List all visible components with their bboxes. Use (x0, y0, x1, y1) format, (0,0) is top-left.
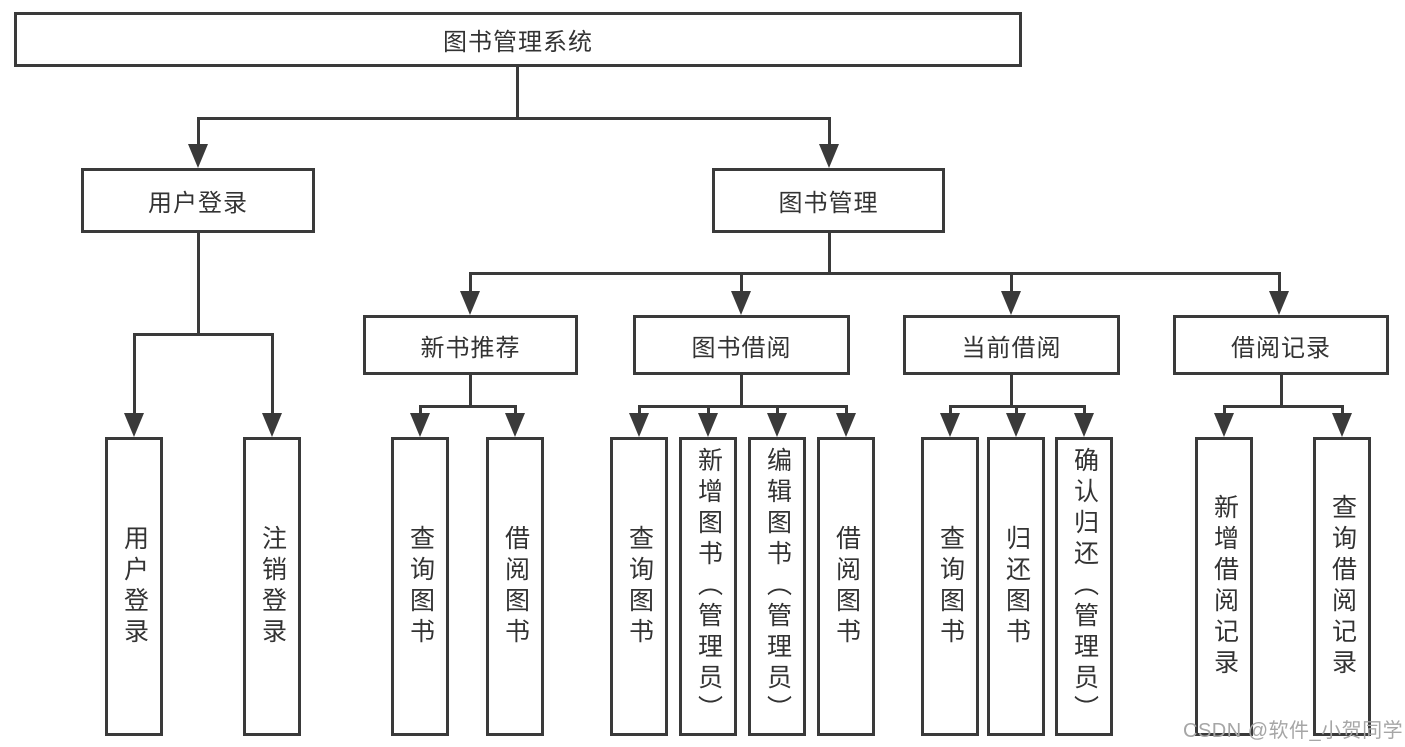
leaf-user-login-label: 用户登录 (120, 524, 149, 649)
arrow-down-icon (505, 413, 525, 437)
arrow-down-icon (1006, 413, 1026, 437)
connector-line (270, 334, 274, 421)
connector-line (1277, 273, 1281, 299)
arrow-down-icon (1214, 413, 1234, 437)
connector-line (1009, 375, 1013, 406)
node-current-borrow: 当前借阅 (903, 315, 1120, 375)
node-borrow-records-label: 借阅记录 (1231, 334, 1331, 362)
leaf-query-books-recommend: 查询图书 (391, 437, 449, 736)
leaf-query-books-recommend-label: 查询图书 (406, 524, 435, 649)
node-book-management: 图书管理 (712, 168, 945, 233)
leaf-add-books-admin: 新增图书（管理员） (679, 437, 737, 736)
arrow-down-icon (1269, 291, 1289, 315)
connector-line (515, 67, 519, 118)
leaf-add-borrow-record-label: 新增借阅记录 (1210, 493, 1239, 680)
connector-line (418, 404, 517, 408)
node-new-book-recommend-label: 新书推荐 (420, 334, 521, 362)
leaf-add-borrow-record: 新增借阅记录 (1195, 437, 1253, 736)
node-user-login: 用户登录 (81, 168, 315, 233)
leaf-confirm-return-admin-label: 确认归还（管理员） (1070, 447, 1099, 726)
connector-line (827, 118, 831, 152)
connector-line (1009, 273, 1013, 299)
arrow-down-icon (410, 413, 430, 437)
leaf-add-books-admin-label: 新增图书（管理员） (694, 447, 723, 726)
leaf-return-books-label: 归还图书 (1002, 524, 1031, 649)
node-book-management-label: 图书管理 (778, 190, 879, 217)
connector-line (948, 404, 1086, 408)
arrow-down-icon (1001, 291, 1021, 315)
connector-line (196, 116, 831, 120)
leaf-query-books-borrow-label: 查询图书 (625, 524, 654, 649)
leaf-return-books: 归还图书 (987, 437, 1045, 736)
node-root: 图书管理系统 (14, 12, 1022, 67)
leaf-query-books-borrow: 查询图书 (610, 437, 668, 736)
leaf-edit-books-admin: 编辑图书（管理员） (748, 437, 806, 736)
connector-line (739, 375, 743, 406)
leaf-borrow-books-recommend-label: 借阅图书 (501, 524, 530, 649)
arrow-down-icon (460, 291, 480, 315)
arrow-down-icon (1074, 413, 1094, 437)
arrow-down-icon (767, 413, 787, 437)
leaf-confirm-return-admin: 确认归还（管理员） (1055, 437, 1113, 736)
connector-line (132, 332, 274, 336)
arrow-down-icon (124, 413, 144, 437)
connector-line (196, 118, 200, 152)
connector-line (827, 233, 831, 273)
arrow-down-icon (836, 413, 856, 437)
connector-line (637, 404, 848, 408)
arrow-down-icon (629, 413, 649, 437)
leaf-borrow-books: 借阅图书 (817, 437, 875, 736)
leaf-edit-books-admin-label: 编辑图书（管理员） (763, 447, 792, 726)
connector-line (468, 375, 472, 406)
node-user-login-label: 用户登录 (148, 190, 248, 217)
arrow-down-icon (819, 144, 839, 168)
arrow-down-icon (262, 413, 282, 437)
node-borrow-records: 借阅记录 (1173, 315, 1389, 375)
node-root-label: 图书管理系统 (443, 29, 593, 56)
node-book-borrow: 图书借阅 (633, 315, 850, 375)
node-current-borrow-label: 当前借阅 (961, 334, 1062, 362)
leaf-logout-label: 注销登录 (258, 524, 287, 649)
connector-line (1279, 375, 1283, 406)
leaf-borrow-books-recommend: 借阅图书 (486, 437, 544, 736)
csdn-watermark: CSDN @软件_小贺同学 (1183, 720, 1404, 742)
connector-line (739, 273, 743, 299)
connector-line (132, 334, 136, 421)
leaf-query-books-current: 查询图书 (921, 437, 979, 736)
leaf-logout: 注销登录 (243, 437, 301, 736)
arrow-down-icon (698, 413, 718, 437)
arrow-down-icon (731, 291, 751, 315)
leaf-query-borrow-record-label: 查询借阅记录 (1328, 493, 1357, 680)
connector-line (196, 233, 200, 334)
node-new-book-recommend: 新书推荐 (363, 315, 578, 375)
connector-line (468, 273, 472, 299)
leaf-user-login: 用户登录 (105, 437, 163, 736)
arrow-down-icon (188, 144, 208, 168)
leaf-query-books-current-label: 查询图书 (936, 524, 965, 649)
connector-line (468, 271, 1281, 275)
connector-line (1222, 404, 1344, 408)
arrow-down-icon (1332, 413, 1352, 437)
leaf-query-borrow-record: 查询借阅记录 (1313, 437, 1371, 736)
arrow-down-icon (940, 413, 960, 437)
node-book-borrow-label: 图书借阅 (691, 334, 792, 362)
leaf-borrow-books-label: 借阅图书 (832, 524, 861, 649)
